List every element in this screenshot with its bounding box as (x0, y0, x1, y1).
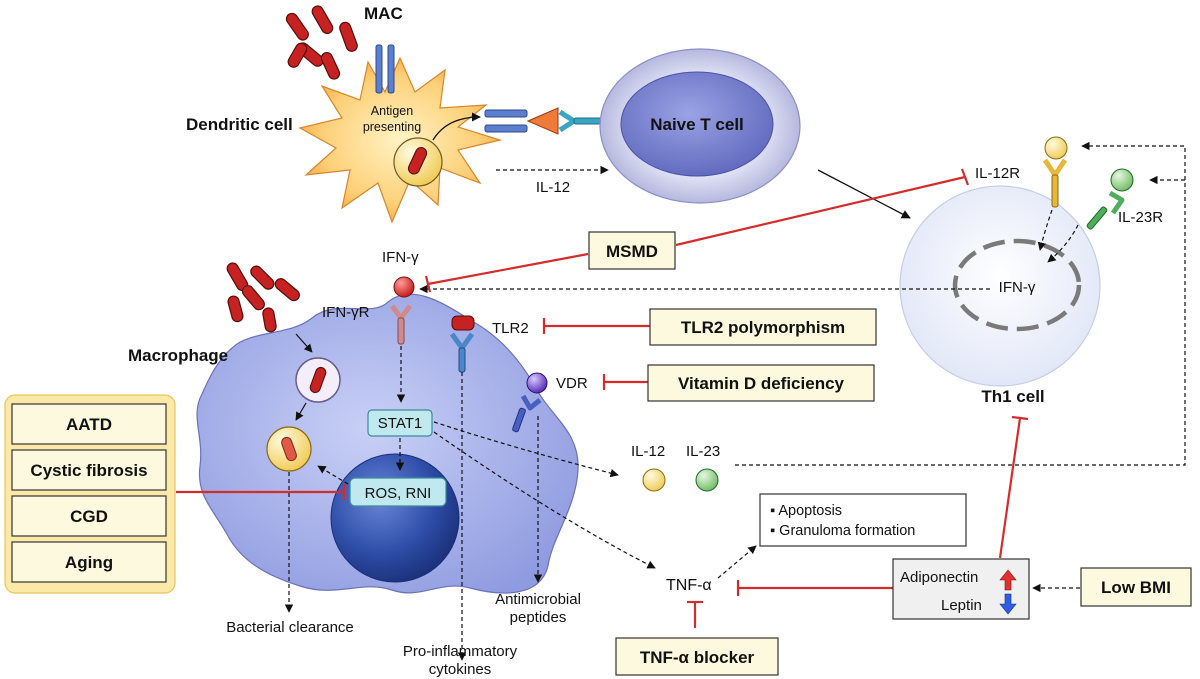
risk-label-cgd: CGD (70, 507, 108, 526)
mac-ifng-label: IFN-γ (382, 249, 419, 266)
macrophage-nucleus (330, 453, 460, 583)
adipokine-inhibit-th1 (998, 417, 1022, 559)
th1-cell-label: Th1 cell (981, 387, 1044, 406)
risk-label-cystic-fibrosis: Cystic fibrosis (30, 461, 147, 480)
macrophage (196, 293, 579, 594)
ros-rni-box (349, 477, 447, 507)
tnf-blocker-box (615, 637, 779, 676)
dendritic-cell (298, 56, 503, 224)
il12-dc-label: IL-12 (536, 179, 570, 196)
mac-bacteria-group-top (285, 5, 358, 80)
stat1-tnf-arrow (433, 431, 656, 569)
il12-feedback-arrow (735, 141, 1186, 466)
msmd-inhibit-il12r (675, 175, 966, 247)
ifngr-label: IFN-γR (322, 304, 370, 321)
msmd-box (588, 231, 676, 270)
ifng-ligand (393, 276, 415, 298)
il12-cytokine-label: IL-12 (631, 443, 665, 460)
th1-ifng-label: IFN-γ (999, 279, 1036, 296)
risk-label-aatd: AATD (66, 415, 112, 434)
tnf-outcome-box (759, 493, 967, 547)
tlr2-polymorphism-label: TLR2 polymorphism (681, 318, 845, 337)
naive-to-th1-arrow (817, 169, 911, 219)
tlr2-label: TLR2 (492, 320, 529, 337)
il23r-receptor (1086, 168, 1134, 230)
low-bmi-label: Low BMI (1101, 578, 1171, 597)
mac-label: MAC (364, 4, 403, 23)
il23r-signal-arrow (1047, 224, 1079, 263)
vitamin-d-deficiency-label: Vitamin D deficiency (678, 374, 845, 393)
risk-box-cystic-fibrosis (11, 449, 167, 491)
granuloma-label: ▪ Granuloma formation (770, 523, 915, 539)
tnf-outcome-arrow (717, 545, 757, 579)
risk-box-aatd (11, 403, 167, 445)
mhc-tcr-complex (484, 107, 605, 135)
stat1-box (367, 409, 433, 437)
naive-t-cell-nucleus (620, 71, 774, 177)
adiponectin-up-arrow (999, 569, 1017, 591)
bacterial-clearance-label: Bacterial clearance (226, 619, 354, 636)
vitamin-d-deficiency-box (647, 364, 875, 402)
naive-t-cell-label: Naive T cell (650, 115, 744, 134)
msmd-label: MSMD (606, 242, 658, 261)
tlr2-receptor (449, 315, 475, 373)
msmd-inhibit-ifng (427, 252, 589, 286)
vdr-label: VDR (556, 375, 588, 392)
il23r-label: IL-23R (1118, 209, 1163, 226)
antigen-presenting-label-2: presenting (363, 120, 421, 134)
il12r-receptor (1042, 136, 1068, 208)
macrophage-label: Macrophage (128, 346, 228, 365)
vdr-receptor (512, 372, 548, 433)
antigen-presenting-label-1: Antigen (371, 104, 413, 118)
mac-bacteria-group-left (226, 262, 300, 333)
il23-cytokine-label: IL-23 (686, 443, 720, 460)
dendritic-cell-label: Dendritic cell (186, 115, 293, 134)
th1-nucleus (952, 238, 1082, 332)
leptin-down-arrow (999, 593, 1017, 615)
il12-cytokine (642, 468, 666, 492)
ifngr-receptor (390, 304, 412, 345)
tlr2-polymorphism-box (649, 308, 877, 346)
tnf-label: TNF-α (666, 577, 712, 594)
antimicrobial-label-1: Antimicrobial (495, 591, 581, 608)
stat1-il12-arrow (433, 421, 619, 478)
il12r-label: IL-12R (975, 165, 1020, 182)
risk-label-aging: Aging (65, 553, 113, 572)
apoptosis-label: ▪ Apoptosis (770, 503, 842, 519)
proinflammatory-label-2: cytokines (429, 661, 492, 678)
dc-bacterium (407, 147, 428, 175)
tnf-blocker-label: TNF-α blocker (640, 648, 755, 667)
il12r-signal-arrow (1037, 209, 1053, 251)
mhc-receptor (375, 44, 395, 94)
proinflammatory-label-1: Pro-inflammatory (403, 643, 518, 660)
antigen-arrow (432, 112, 481, 141)
risk-box-cgd (11, 495, 167, 537)
low-bmi-box (1080, 567, 1192, 607)
stat1-label: STAT1 (378, 415, 422, 432)
ros-rni-label: ROS, RNI (365, 485, 432, 502)
leptin-label: Leptin (941, 597, 982, 614)
antimicrobial-label-2: peptides (510, 609, 567, 626)
il23-cytokine (695, 468, 719, 492)
risk-box-aging (11, 541, 167, 583)
adiponectin-label: Adiponectin (900, 569, 978, 586)
th1-cell (899, 185, 1101, 387)
